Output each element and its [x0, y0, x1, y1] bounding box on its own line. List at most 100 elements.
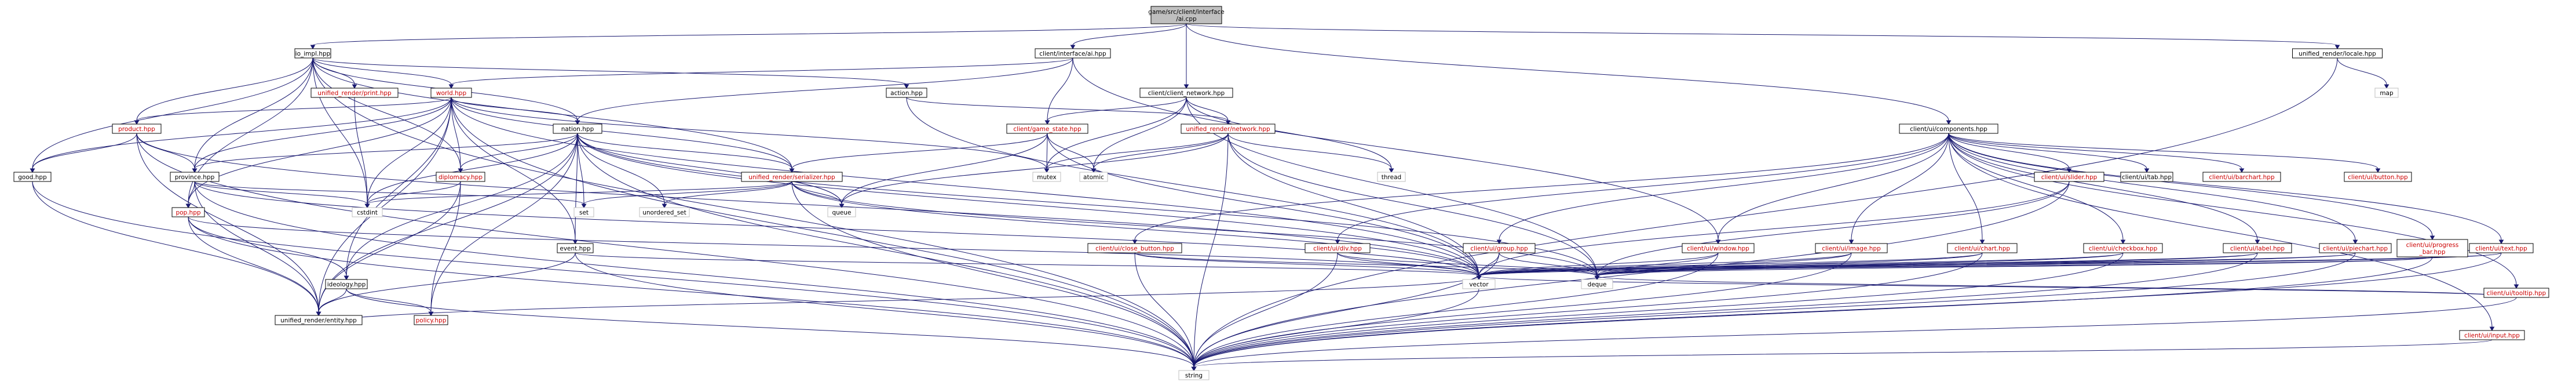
node-input[interactable]: client/ui/input.hpp — [2459, 330, 2525, 340]
node-atomic: atomic — [1079, 172, 1108, 182]
node-label: thread — [1382, 174, 1401, 181]
edge-network-thread — [1227, 133, 1392, 169]
node-label: atomic — [1083, 174, 1104, 181]
edge-ui_components-checkbox — [1948, 133, 2124, 241]
node-good[interactable]: good.hpp — [13, 172, 52, 182]
edge-nation-serializer — [577, 133, 792, 169]
node-diplomacy[interactable]: diplomacy.hpp — [436, 172, 485, 182]
node-slider[interactable]: client/ui/slider.hpp — [2034, 172, 2104, 182]
edge-arrow-io_impl-action — [904, 84, 909, 89]
edge-province-set — [194, 181, 584, 205]
node-action[interactable]: action.hpp — [886, 88, 927, 98]
node-box — [1947, 243, 2018, 253]
edge-ideology-string — [346, 288, 1194, 368]
edge-ui_components-group — [1499, 133, 1949, 241]
node-box — [436, 172, 485, 182]
node-box — [553, 124, 602, 134]
edge-serializer-vector — [791, 181, 1479, 277]
node-network[interactable]: unified_render/network.hpp — [1181, 124, 1276, 134]
edge-world-good — [32, 97, 452, 169]
node-div[interactable]: client/ui/div.hpp — [1305, 243, 1371, 253]
node-ideology[interactable]: ideology.hpp — [325, 279, 368, 289]
node-nation[interactable]: nation.hpp — [553, 124, 602, 134]
node-locale[interactable]: unified_render/locale.hpp — [2292, 48, 2383, 59]
node-entity[interactable]: unified_render/entity.hpp — [275, 315, 363, 325]
node-progress_bar[interactable]: client/ui/progress_bar.hpp — [2396, 239, 2468, 257]
node-text[interactable]: client/ui/text.hpp — [2469, 243, 2534, 253]
node-tab[interactable]: client/ui/tab.hpp — [2120, 172, 2173, 182]
node-box — [1150, 6, 1222, 24]
node-box — [1035, 48, 1111, 59]
node-iface_ai[interactable]: client/interface/ai.hpp — [1035, 48, 1111, 59]
node-province[interactable]: province.hpp — [170, 172, 220, 182]
edge-arrow-vector-string — [1191, 366, 1197, 371]
node-label: set — [579, 209, 589, 216]
edge-world-event — [451, 97, 576, 241]
edge-game_state-vector — [1047, 133, 1479, 277]
edge-ui_components-image — [1851, 133, 1949, 241]
node-box — [1463, 243, 1536, 253]
node-label: queue — [832, 209, 852, 216]
node-group[interactable]: client/ui/group.hpp — [1463, 243, 1536, 253]
edge-arrow-ui_components-text — [2498, 239, 2504, 244]
edge-io_impl-province — [194, 57, 313, 169]
edge-client_network-network — [1186, 97, 1229, 121]
node-world[interactable]: world.hpp — [430, 88, 472, 98]
node-button[interactable]: client/ui/button.hpp — [2344, 172, 2412, 182]
edge-arrow-ui_components-chart — [1979, 239, 1985, 244]
node-checkbox[interactable]: client/ui/checkbox.hpp — [2083, 243, 2163, 253]
node-print[interactable]: unified_render/print.hpp — [310, 88, 399, 98]
edge-game_state-serializer — [791, 133, 1048, 169]
edge-nation-unordered_set — [577, 133, 665, 205]
node-client_network[interactable]: client/client_network.hpp — [1139, 88, 1233, 98]
node-box — [170, 172, 220, 182]
edge-div-string — [1193, 252, 1338, 368]
node-map: map — [2374, 88, 2399, 98]
node-product[interactable]: product.hpp — [112, 124, 162, 134]
node-piechart[interactable]: client/ui/piechart.hpp — [2319, 243, 2392, 253]
node-box — [1899, 124, 1998, 134]
node-image[interactable]: client/ui/image.hpp — [1815, 243, 1888, 253]
node-box — [1377, 172, 1406, 182]
edge-image-vector — [1478, 252, 1852, 277]
node-box — [171, 207, 205, 217]
edge-arrow-tooltip-vector — [1476, 275, 1482, 280]
node-box — [1682, 243, 1755, 253]
node-box — [1006, 124, 1088, 134]
edge-tooltip-deque — [1596, 275, 2517, 298]
node-window[interactable]: client/ui/window.hpp — [1682, 243, 1755, 253]
node-io_impl[interactable]: io_impl.hpp — [294, 48, 331, 59]
node-game_state[interactable]: client/game_state.hpp — [1006, 124, 1088, 134]
node-barchart[interactable]: client/ui/barchart.hpp — [2202, 172, 2281, 182]
edge-label-vector — [1478, 252, 2258, 277]
edge-chart-vector — [1478, 252, 1983, 277]
node-label: client/interface/ai.hpp — [1039, 50, 1106, 57]
edge-checkbox-string — [1193, 252, 2124, 368]
edge-good-string — [32, 181, 1194, 368]
node-box — [741, 172, 843, 182]
node-close_button[interactable]: client/ui/close_button.hpp — [1087, 243, 1182, 253]
edge-arrow-network-thread — [1389, 168, 1394, 173]
node-pop[interactable]: pop.hpp — [171, 207, 205, 217]
node-label: good.hpp — [18, 174, 47, 181]
node-ui_components[interactable]: client/ui/components.hpp — [1899, 124, 1998, 134]
edge-ui_components-input — [1948, 133, 2493, 328]
node-label: client/ui/input.hpp — [2464, 332, 2520, 339]
edge-serializer-string — [791, 181, 1194, 368]
node-thread: thread — [1377, 172, 1406, 182]
node-policy[interactable]: policy.hpp — [414, 315, 448, 325]
node-tooltip[interactable]: client/ui/tooltip.hpp — [2483, 288, 2549, 298]
node-root[interactable]: game/src/client/interface/ai.cpp — [1148, 6, 1225, 24]
edge-arrow-ui_components-div — [1335, 239, 1340, 244]
edge-arrow-serializer-cstdint — [364, 204, 370, 208]
node-label[interactable]: client/ui/label.hpp — [2223, 243, 2292, 253]
node-label: client/ui/button.hpp — [2348, 174, 2408, 181]
edge-client_network-mutex — [1046, 97, 1187, 169]
node-serializer[interactable]: unified_render/serializer.hpp — [741, 172, 843, 182]
edge-arrow-serializer-set — [581, 204, 587, 208]
edge-world-province — [194, 97, 452, 169]
node-event[interactable]: event.hpp — [557, 243, 594, 253]
edge-arrow-ui_components-close_button — [1132, 239, 1138, 244]
node-chart[interactable]: client/ui/chart.hpp — [1947, 243, 2018, 253]
node-label: province.hpp — [175, 174, 215, 181]
